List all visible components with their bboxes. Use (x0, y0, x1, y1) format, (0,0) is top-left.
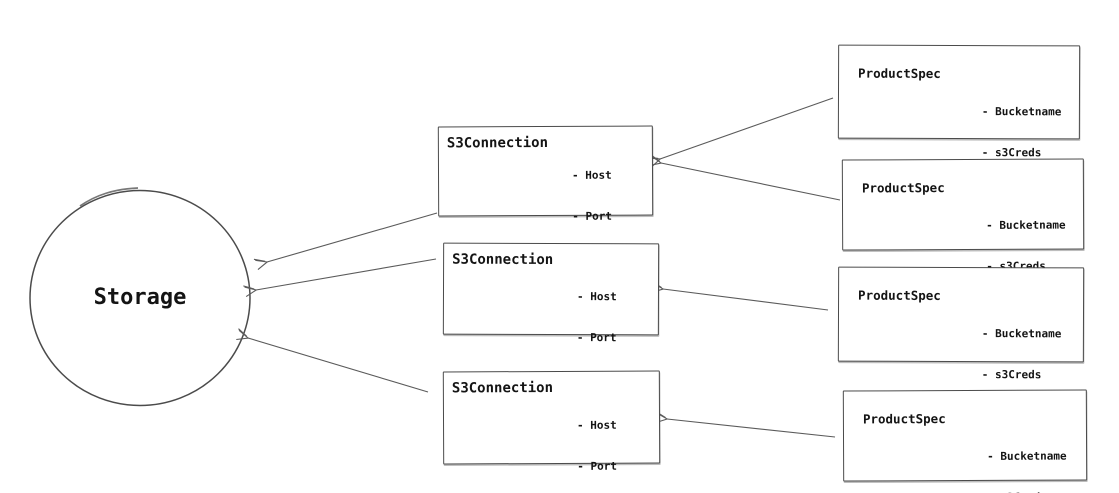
productspec-4-attributes: - Bucketname - s3Creds (987, 423, 1067, 493)
attribute-bucketname: - Bucketname (986, 218, 1066, 232)
s3connection-box-2: S3Connection - Host - Port - TLS (442, 242, 660, 384)
attribute-port: - Port (577, 459, 617, 473)
storage-label: Storage (93, 285, 187, 310)
attribute-port: - Port (576, 330, 617, 344)
s3connection-3-attributes: - Host - Port - TLS (577, 392, 617, 493)
attribute-s3creds: - s3Creds (981, 145, 1042, 159)
arrow-s3connection1-to-storage (253, 212, 438, 271)
arrow-productspec1-to-s3connection1 (646, 97, 834, 168)
productspec-box-4: ProductSpec - Bucketname - s3Creds (842, 389, 1088, 493)
s3connection-box-3: S3Connection - Host - Port - TLS (442, 370, 661, 472)
arrow-s3connection3-to-storage (236, 328, 429, 393)
productspec-3-title: ProductSpec (858, 287, 941, 303)
storage-node: Storage (30, 190, 250, 405)
s3connection-3-title: S3Connection (451, 379, 554, 397)
attribute-host: - Host (576, 290, 617, 304)
productspec-2-title: ProductSpec (861, 180, 945, 196)
attribute-port: - Port (572, 209, 612, 223)
arrow-productspec3-to-s3connection2 (651, 280, 829, 311)
productspec-box-2: ProductSpec - Bucketname - s3Creds (841, 158, 1085, 272)
s3connection-1-title: S3Connection (446, 134, 549, 152)
arrow-productspec4-to-s3connection3 (655, 411, 836, 438)
attribute-bucketname: - Bucketname (981, 327, 1062, 341)
s3connection-box-1: S3Connection - Host - Port - TLS (437, 125, 654, 263)
arrow-s3connection2-to-storage (243, 258, 437, 298)
storage-circle (29, 189, 251, 407)
storage-circle-sketch-stroke (79, 187, 139, 207)
attribute-bucketname: - Bucketname (987, 449, 1067, 463)
productspec-1-title: ProductSpec (858, 65, 941, 81)
attribute-host: - Host (577, 418, 617, 432)
attribute-host: - Host (571, 168, 612, 182)
s3connection-2-title: S3Connection (452, 251, 554, 269)
productspec-box-1: ProductSpec - Bucketname - s3Creds (837, 44, 1081, 159)
attribute-bucketname: - Bucketname (981, 105, 1062, 119)
productspec-4-title: ProductSpec (862, 411, 946, 427)
productspec-box-3: ProductSpec - Bucketname - s3Creds (837, 266, 1085, 381)
attribute-s3creds: - s3Creds (981, 367, 1042, 381)
arrow-productspec2-to-s3connection1 (649, 154, 841, 201)
